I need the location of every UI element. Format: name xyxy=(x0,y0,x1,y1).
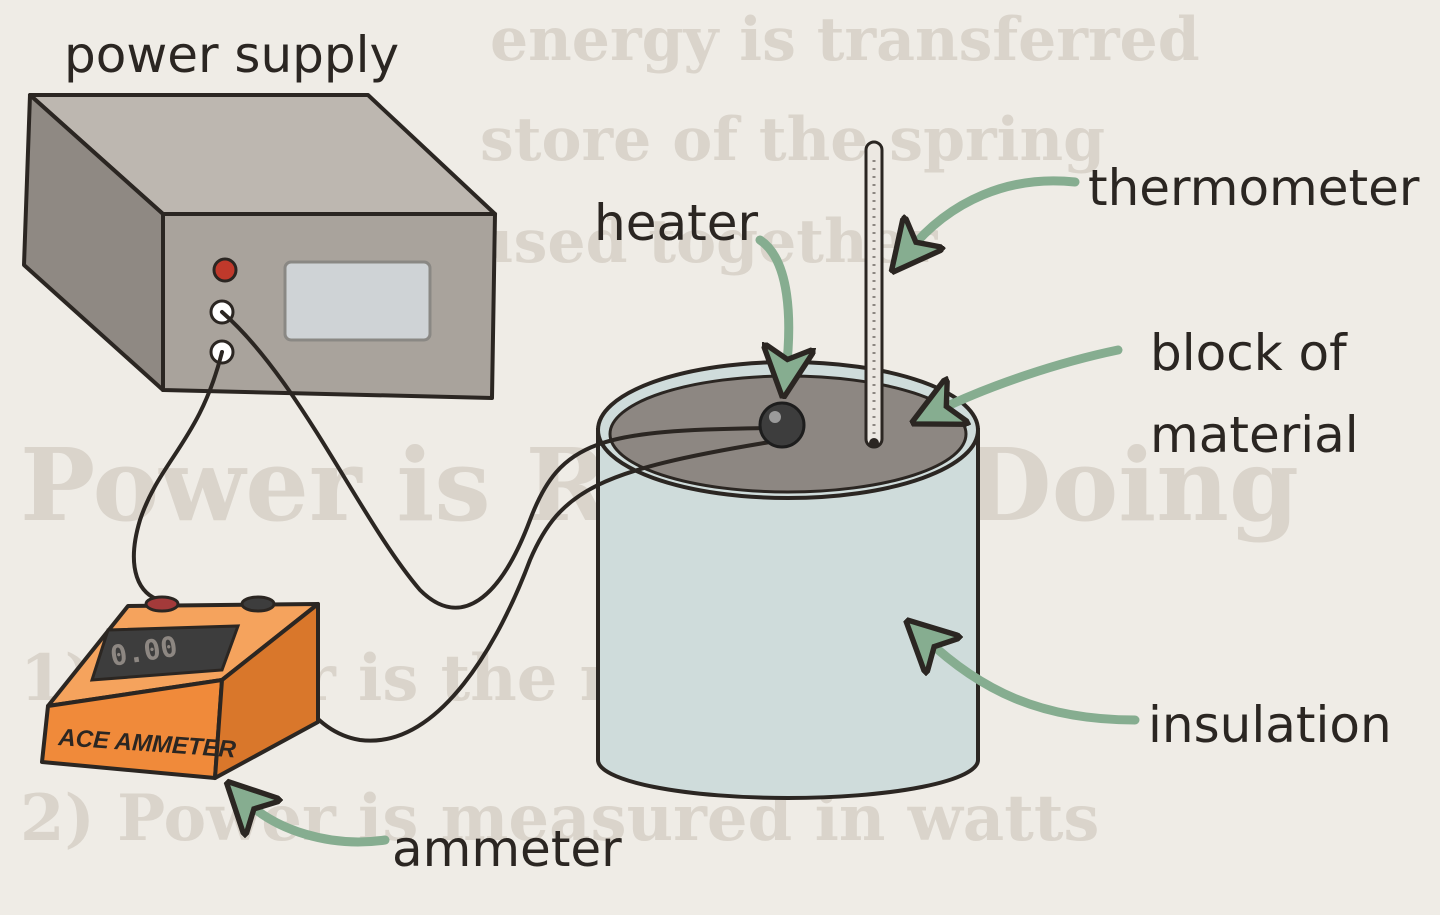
insulation-body xyxy=(596,428,980,800)
heater xyxy=(758,401,806,449)
label-power-supply: power supply xyxy=(64,26,399,84)
arrow-ammeter xyxy=(245,800,390,847)
heater-highlight xyxy=(769,411,781,423)
labels: power supply heater thermometer block of… xyxy=(64,26,1420,878)
background-text-line2: store of the spring xyxy=(480,105,1105,175)
label-heater: heater xyxy=(594,194,758,252)
power-supply-display xyxy=(283,260,432,342)
wire-supply-to-ammeter xyxy=(131,350,224,602)
background-text-line1: energy is transferred xyxy=(490,5,1200,75)
arrow-thermometer xyxy=(908,176,1080,252)
label-insulation: insulation xyxy=(1148,696,1392,754)
power-button xyxy=(212,257,238,283)
background-text-line3: used together xyxy=(470,207,939,277)
heater-element xyxy=(758,401,806,449)
thermometer xyxy=(864,140,884,449)
arrow-insulation xyxy=(925,638,1140,725)
ammeter: 0.00 ACE AMMETER xyxy=(40,595,320,780)
background-text-line6: 2) Power is measured in watts xyxy=(20,781,1099,856)
ammeter-display xyxy=(89,624,241,682)
label-thermometer: thermometer xyxy=(1088,159,1420,217)
ammeter-side xyxy=(213,602,320,780)
label-material: material xyxy=(1150,406,1359,464)
ammeter-terminal-black xyxy=(240,595,276,613)
thermometer-bulb xyxy=(869,438,879,448)
arrow-heater xyxy=(755,235,789,372)
wire-supply-to-heater xyxy=(220,310,772,610)
power-supply xyxy=(22,93,497,400)
ammeter-terminal-red xyxy=(144,595,180,613)
label-ammeter: ammeter xyxy=(392,820,622,878)
arrows xyxy=(245,176,1140,847)
arrow-block xyxy=(935,345,1123,412)
label-block-of: block of xyxy=(1150,324,1348,382)
